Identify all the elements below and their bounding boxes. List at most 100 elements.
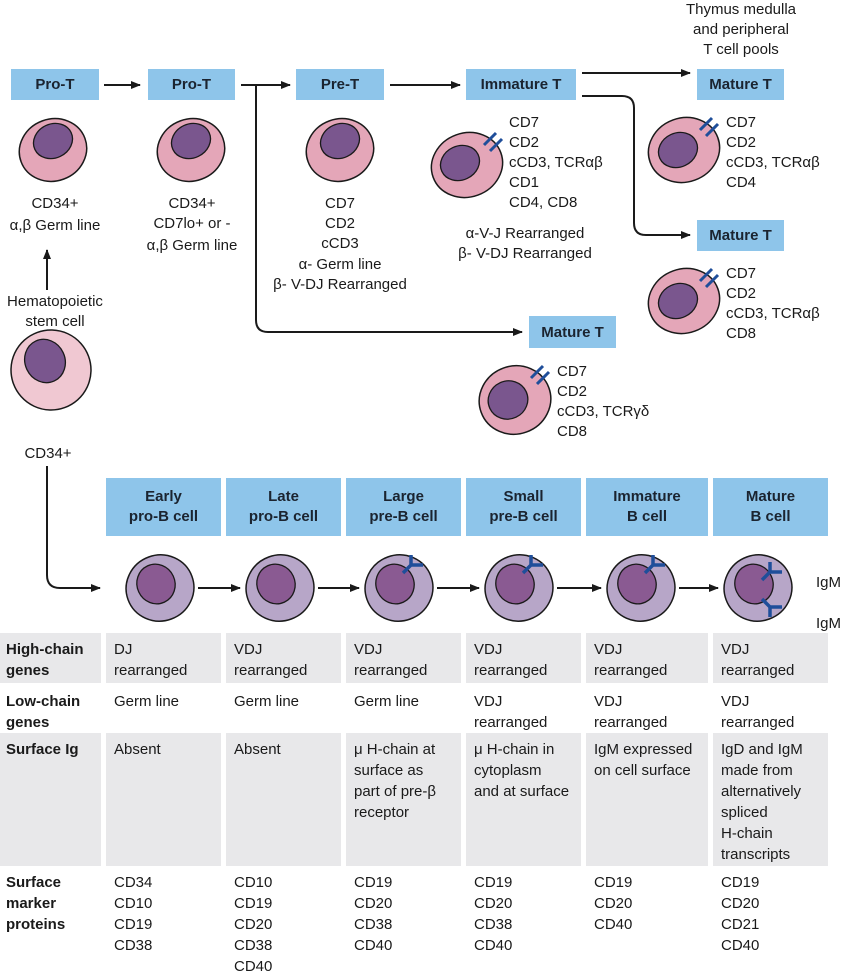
- cell-bcell-stage-6: [723, 554, 793, 622]
- marker: CD7: [726, 265, 757, 282]
- cell-nucleus: [32, 122, 74, 160]
- cell-immature-t: [430, 131, 504, 199]
- branch-line: [582, 95, 647, 236]
- marker: CD8: [557, 423, 588, 440]
- cell-line: CD19: [114, 916, 153, 933]
- cell-line: IgM expressed: [594, 741, 693, 758]
- stem-cell-marker: CD34+: [24, 445, 72, 462]
- cell-bcell-stage-2: [245, 554, 315, 622]
- cell-line: μ H-chain at: [354, 741, 436, 758]
- stage-label: Immature T: [480, 76, 562, 93]
- cell-line: CD38: [114, 937, 153, 954]
- cell-bcell-stage-5: [606, 554, 676, 622]
- bcr-receptor-icon: [760, 562, 782, 582]
- tcr-receptor-icon: [482, 131, 498, 147]
- cell-line: Germ line: [114, 693, 180, 710]
- marker: CD2: [726, 285, 757, 302]
- mature-t-gd-markers: CD7 CD2 cCD3, TCRγδ CD8: [557, 362, 649, 442]
- tcr-receptor-icon: [535, 370, 551, 386]
- cell-line: CD38: [474, 916, 513, 933]
- gene-status: α- Germ line: [298, 256, 382, 273]
- row-label: High-chain genes: [0, 633, 101, 683]
- stage-label: Pro-T: [35, 76, 75, 93]
- cell-line: VDJ: [721, 641, 750, 658]
- thymus-note-line: T cell pools: [703, 41, 779, 58]
- cell-nucleus: [319, 122, 361, 160]
- cell-nucleus: [657, 131, 699, 169]
- cell-line: VDJ: [234, 641, 263, 658]
- header-line: Mature: [745, 488, 796, 505]
- stage-label: Pro-T: [171, 76, 212, 93]
- thymus-note: Thymus medulla and peripheral T cell poo…: [678, 0, 804, 60]
- marker: CD7: [726, 114, 757, 131]
- row-label: Surface Ig: [0, 733, 101, 866]
- marker: CD1: [509, 174, 540, 191]
- cell-line: CD40: [234, 958, 273, 975]
- cell-pro-t-2: [156, 117, 226, 183]
- gene-status: β- V-DJ Rearranged: [458, 245, 592, 262]
- branch-line: [46, 466, 61, 589]
- mature-t-cd8-markers: CD7 CD2 cCD3, TCRαβ CD8: [726, 264, 820, 344]
- bcr-receptor-icon: [401, 555, 423, 575]
- stem-cell-label: Hematopoietic stem cell: [0, 292, 110, 332]
- cell-nucleus: [487, 380, 529, 420]
- tcr-receptor-icon: [704, 273, 720, 289]
- row-label-line: genes: [6, 662, 50, 679]
- row-label-line: High-chain: [6, 641, 84, 658]
- cell-nucleus: [375, 563, 415, 605]
- marker: CD2: [324, 215, 355, 232]
- cell-line: Absent: [234, 741, 281, 758]
- cell-line: CD19: [474, 874, 513, 891]
- row-label-line: genes: [6, 714, 50, 731]
- cell-line: VDJ: [474, 693, 503, 710]
- stage-label: Pre-T: [320, 76, 360, 93]
- stage-label: Mature T: [541, 323, 604, 341]
- cell-nucleus: [617, 563, 657, 605]
- marker: cCD3: [321, 235, 359, 252]
- bcr-receptor-icon: [760, 597, 782, 617]
- header-line: pro-B cell: [128, 508, 199, 525]
- cell-line: rearranged: [354, 662, 428, 679]
- cell-line: CD10: [114, 895, 153, 912]
- cell-line: μ H-chain in: [474, 741, 555, 758]
- branch-line: [255, 85, 269, 333]
- cell-nucleus: [495, 563, 535, 605]
- cell-line: CD34: [114, 874, 153, 891]
- cell-line: VDJ: [594, 641, 623, 658]
- marker: CD7: [509, 114, 540, 131]
- stage-box-mature-t-gd: Mature T: [529, 316, 616, 348]
- marker: CD34+: [168, 195, 216, 212]
- cell-line: spliced: [721, 804, 768, 821]
- cell-line: transcripts: [721, 846, 791, 863]
- bcr-receptor-icon: [521, 555, 543, 575]
- row-label-line: Low-chain: [6, 693, 81, 710]
- thymus-note-line: Thymus medulla: [685, 1, 797, 18]
- table-cell: Absent: [226, 733, 341, 866]
- marker: CD2: [726, 134, 757, 151]
- stage-box-mature-t-cd4: Mature T: [697, 69, 784, 100]
- tcr-receptor-icon: [704, 122, 720, 138]
- cell-line: CD19: [354, 874, 393, 891]
- cell-line: rearranged: [114, 662, 188, 679]
- cell-line: CD21: [721, 916, 760, 933]
- pre-t-markers: CD7 CD2 cCD3 α- Germ line β- V-DJ Rearra…: [260, 194, 420, 295]
- cell-line: alternatively: [721, 783, 802, 800]
- cell-line: CD20: [594, 895, 633, 912]
- tcr-receptor-icon: [698, 267, 714, 283]
- stem-cell-label-line: stem cell: [25, 313, 85, 330]
- table-cell: Germ line: [106, 685, 221, 729]
- cell-mature-t-cd8: [647, 267, 721, 335]
- cell-line: Germ line: [234, 693, 300, 710]
- cell-line: CD40: [721, 937, 760, 954]
- cell-bcell-stage-4: [484, 554, 554, 622]
- gene-status: β- V-DJ Rearranged: [273, 276, 407, 293]
- cell-line: CD38: [354, 916, 393, 933]
